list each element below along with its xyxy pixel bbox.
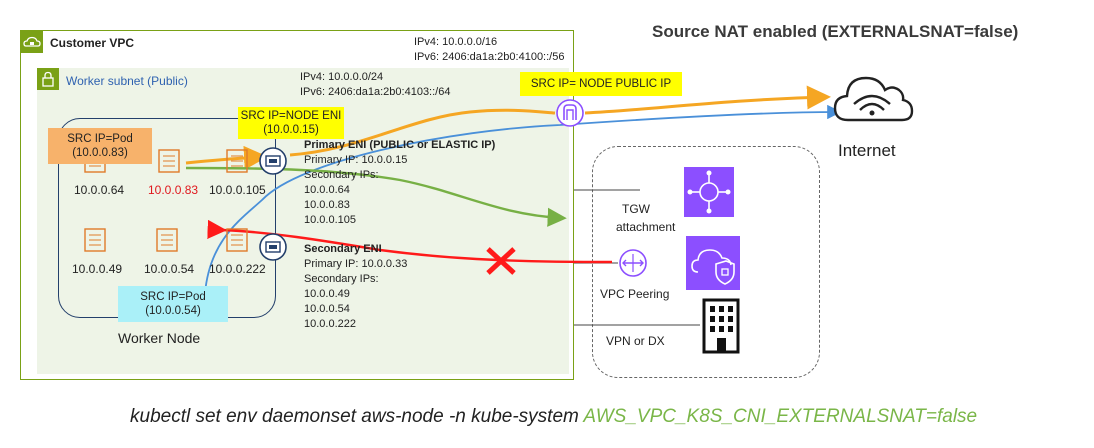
tgw-label: TGW (622, 202, 650, 216)
vpc-cloud-lock-icon (21, 31, 43, 53)
callout-line: SRC IP=Pod (67, 133, 133, 145)
subnet-label: Worker subnet (Public) (66, 74, 188, 88)
primary-eni-secondary-ip: 10.0.0.64 (304, 184, 350, 196)
secondary-eni-secondary-label: Secondary IPs: (304, 273, 379, 285)
callout-src-pod-83: SRC IP=Pod (10.0.0.83) (48, 128, 152, 164)
primary-eni-secondary-ip: 10.0.0.83 (304, 199, 350, 211)
callout-src-node-eni: SRC IP=NODE ENI (10.0.0.15) (238, 107, 344, 139)
pod-ip-label: 10.0.0.64 (74, 183, 125, 197)
secondary-eni-secondary-ip: 10.0.0.222 (304, 318, 356, 330)
internet-label: Internet (838, 141, 896, 160)
secondary-eni-primary-ip: Primary IP: 10.0.0.33 (304, 258, 408, 270)
secondary-eni-secondary-ip: 10.0.0.49 (304, 288, 350, 300)
tgw-label: attachment (616, 220, 676, 234)
subnet-lock-icon (37, 68, 59, 90)
pod-ip-label: 10.0.0.105 (209, 183, 266, 197)
pod-ip-label: 10.0.0.83 (148, 183, 199, 197)
callout-line: (10.0.0.83) (72, 147, 128, 159)
pod-ip-label: 10.0.0.49 (72, 262, 123, 276)
secondary-eni-secondary-ip: 10.0.0.54 (304, 303, 350, 315)
primary-eni-secondary-ip: 10.0.0.105 (304, 214, 356, 226)
primary-eni-secondary-label: Secondary IPs: (304, 169, 379, 181)
blocked-x-icon (484, 246, 518, 276)
peering-label: VPC Peering (600, 287, 670, 301)
vpc-ipv4: IPv4: 10.0.0.0/16 (414, 36, 498, 48)
primary-eni-primary-ip: Primary IP: 10.0.0.15 (304, 154, 408, 166)
command-line: kubectl set env daemonset aws-node -n ku… (130, 406, 977, 428)
subnet-ipv4: IPv4: 10.0.0.0/24 (300, 71, 384, 83)
pod-ip-label: 10.0.0.222 (209, 262, 266, 276)
callout-line: SRC IP= NODE PUBLIC IP (530, 78, 672, 90)
vpn-label: VPN or DX (606, 334, 665, 348)
callout-line: (10.0.0.15) (263, 124, 319, 136)
vpc-ipv6: IPv6: 2406:da1a:2b0:4100::/56 (414, 51, 565, 63)
callout-line: (10.0.0.54) (145, 305, 201, 317)
callout-line: SRC IP=Pod (140, 291, 206, 303)
pod-ip-label: 10.0.0.54 (144, 262, 195, 276)
secondary-eni-title: Secondary ENI (304, 243, 382, 255)
command-prefix: kubectl set env daemonset aws-node -n ku… (130, 406, 584, 427)
command-highlight: AWS_VPC_K8S_CNI_EXTERNALSNAT=false (583, 406, 978, 427)
subnet-ipv6: IPv6: 2406:da1a:2b0:4103::/64 (300, 86, 451, 98)
callout-src-pod-54: SRC IP=Pod (10.0.0.54) (118, 286, 228, 322)
callout-src-node-public: SRC IP= NODE PUBLIC IP (520, 72, 682, 96)
page-title: Source NAT enabled (EXTERNALSNAT=false) (652, 22, 1019, 41)
primary-eni-title: Primary ENI (PUBLIC or ELASTIC IP) (304, 139, 496, 151)
worker-node-label: Worker Node (118, 330, 201, 346)
callout-line: SRC IP=NODE ENI (240, 110, 342, 122)
vpc-label: Customer VPC (50, 36, 135, 50)
